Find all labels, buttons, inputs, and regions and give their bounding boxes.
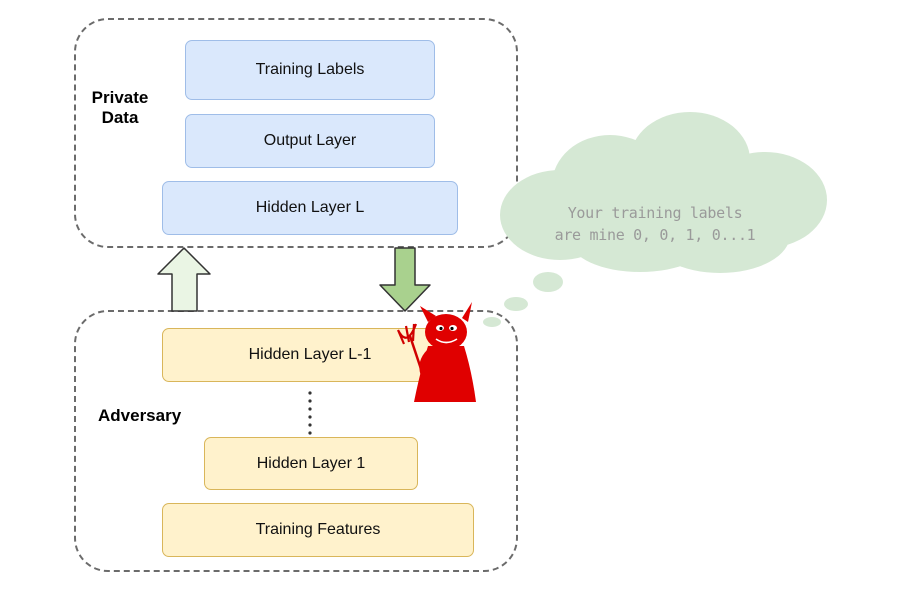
thought-bubble-line1: Your training labels [567,204,743,222]
hidden-layer-l-minus-1-box: Hidden Layer L-1 [162,328,458,382]
thought-bubble-line2: are mine 0, 0, 1, 0...1 [554,226,756,244]
training-labels-box: Training Labels [185,40,435,100]
up-arrow-icon [157,247,211,312]
output-layer-box: Output Layer [185,114,435,168]
private-data-label-line2: Data [101,108,139,127]
thought-bubble-text: Your training labels are mine 0, 0, 1, 0… [530,202,780,246]
down-arrow-icon [379,247,431,312]
private-data-label: Private Data [80,88,160,128]
hidden-layer-l-box: Hidden Layer L [162,181,458,235]
hidden-layer-1-box: Hidden Layer 1 [204,437,418,490]
adversary-label: Adversary [98,406,182,425]
adversary-region [74,310,518,572]
private-data-region [74,18,518,248]
training-features-box: Training Features [162,503,474,557]
private-data-label-line1: Private [91,88,149,107]
